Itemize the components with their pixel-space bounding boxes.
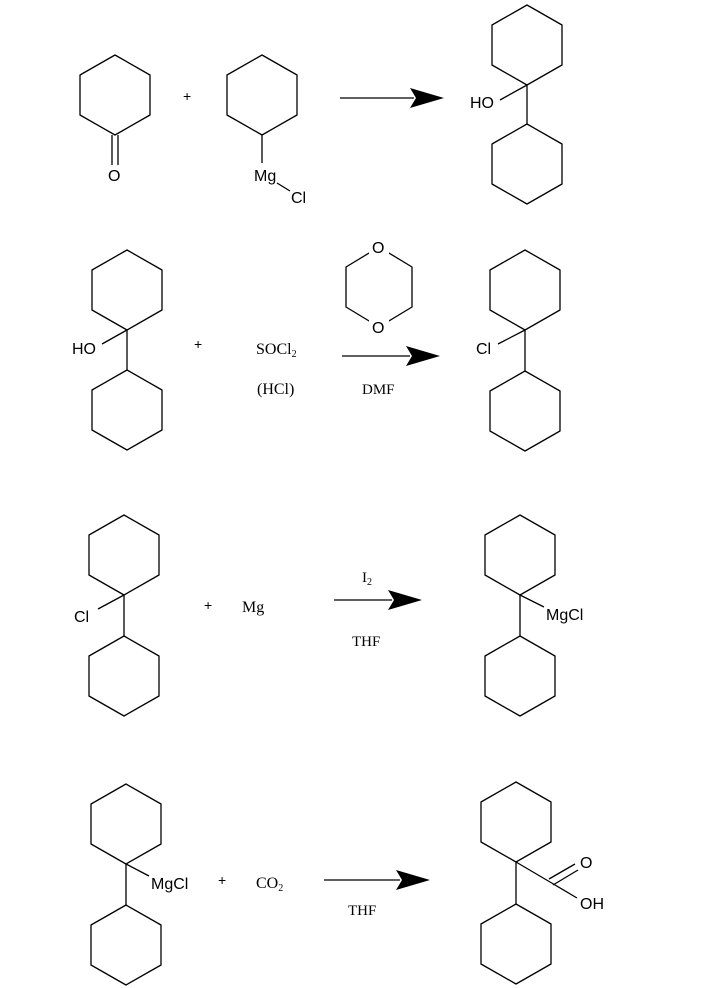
chlorocyclohexylcyclohexane: Cl: [476, 249, 561, 452]
carbonyl-oxygen-label: O: [580, 855, 592, 872]
plus-sign: +: [194, 336, 202, 352]
solvent-label: THF: [352, 634, 380, 650]
c-oh-bond: [549, 881, 578, 899]
carbonyl-bond-1: [548, 863, 576, 880]
hydroxyl-label: HO: [72, 341, 96, 358]
reaction-3: Cl + Mg I2 THF MgCl: [74, 514, 583, 717]
dioxane-ring: [345, 246, 413, 328]
cyclohexyl-ring: [226, 54, 298, 136]
c-carboxyl-bond: [515, 861, 551, 883]
c-cl-bond: [497, 329, 526, 345]
lower-ring: [491, 123, 563, 205]
cyclohexylcyclohexanecarboxylic-acid: O OH: [480, 781, 604, 985]
plus-sign: +: [183, 88, 191, 104]
mg-cl-bond: [276, 182, 291, 192]
c-cl-bond: [97, 594, 125, 610]
upper-ring: [484, 514, 556, 596]
dioxane: O O: [345, 238, 413, 337]
cyclohexylcyclohexanol: HO: [72, 249, 163, 451]
magnesium-reagent: Mg: [242, 599, 264, 616]
iodine-catalyst: I2: [362, 570, 372, 588]
upper-ring: [491, 4, 563, 86]
dioxane-oxygen-bottom: O: [372, 320, 384, 337]
reaction-arrow: [340, 88, 444, 108]
chlorine-label: Cl: [476, 341, 491, 358]
upper-ring: [90, 783, 162, 865]
chlorocyclohexylcyclohexane: Cl: [74, 514, 160, 717]
reaction-2: HO + SOCl2 (HCl) O O DMF Cl: [72, 238, 561, 452]
oxygen-label: O: [108, 168, 120, 185]
plus-sign: +: [218, 872, 226, 888]
magnesium-label: Mg: [254, 168, 276, 185]
c-oh-bond: [499, 84, 528, 101]
lower-ring: [91, 369, 163, 451]
chlorine-label: Cl: [74, 609, 89, 626]
upper-ring: [489, 249, 561, 331]
c-oh-bond: [101, 329, 128, 345]
cyclohexylcyclohexanol: HO: [470, 4, 563, 205]
lower-ring: [90, 904, 162, 986]
cyclohexylmagnesium-chloride: Mg Cl: [226, 54, 306, 207]
reaction-4: MgCl + CO2 THF O OH: [90, 781, 604, 986]
lower-ring: [484, 635, 556, 717]
lower-ring: [480, 903, 552, 985]
lower-ring: [489, 370, 561, 452]
hcl-label: (HCl): [257, 381, 294, 398]
hydroxyl-label: OH: [580, 896, 604, 913]
upper-ring: [480, 781, 552, 863]
mgcl-label: MgCl: [546, 607, 583, 624]
mgcl-label: MgCl: [151, 876, 188, 893]
cyclohexylcyclohexylmagnesium-chloride: MgCl: [484, 514, 583, 717]
chlorine-label: Cl: [291, 190, 306, 207]
hydroxyl-label: HO: [470, 95, 494, 112]
reaction-arrow: [324, 870, 430, 890]
carbonyl-bond-2: [552, 869, 579, 886]
upper-ring: [91, 249, 163, 331]
plus-sign: +: [204, 597, 212, 613]
upper-ring: [88, 514, 160, 596]
lower-ring: [88, 635, 160, 717]
reaction-arrow: [342, 346, 440, 366]
reaction-arrow: [334, 590, 422, 610]
carbon-dioxide: CO2: [256, 875, 283, 894]
reaction-1: O + Mg Cl HO: [79, 4, 563, 207]
solvent-label: DMF: [362, 382, 395, 398]
cyclohexylcyclohexylmagnesium-chloride: MgCl: [90, 783, 188, 986]
cyclohexanone-ring: [79, 54, 151, 136]
c-mgcl-bond: [519, 594, 545, 608]
solvent-label: THF: [348, 903, 376, 919]
thionyl-chloride: SOCl2: [256, 341, 297, 360]
cyclohexanone: O: [79, 54, 151, 185]
c-mgcl-bond: [125, 863, 150, 877]
dioxane-oxygen-top: O: [372, 240, 384, 257]
